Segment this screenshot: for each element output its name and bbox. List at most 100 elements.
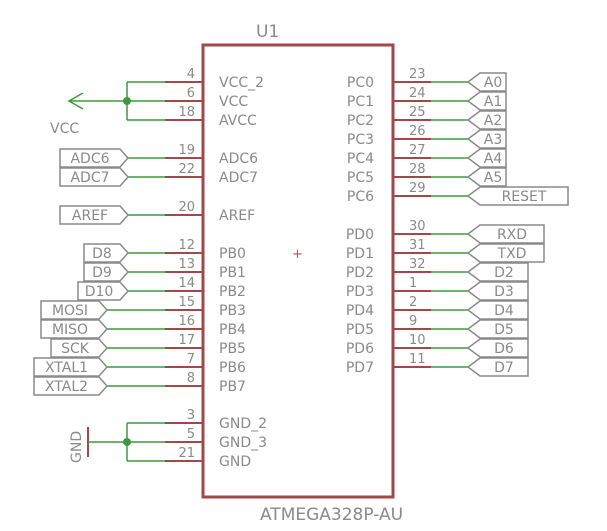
net-flag: [33, 376, 109, 396]
net-name: AREF: [72, 208, 108, 224]
pin-name: PD2: [346, 265, 374, 281]
net-label-d7[interactable]: D7: [466, 357, 529, 377]
net-name: D6: [494, 341, 514, 357]
net-label-mosi[interactable]: MOSI: [40, 300, 109, 320]
pin-number: 31: [409, 238, 426, 253]
net-name: A1: [484, 94, 502, 110]
net-name: ADC7: [70, 170, 109, 186]
net-label-xtal2[interactable]: XTAL2: [33, 376, 109, 396]
pin-name: VCC: [219, 94, 248, 110]
net-label-d8[interactable]: D8: [83, 243, 130, 263]
net-label-d6[interactable]: D6: [466, 338, 529, 358]
pin-name: VCC_2: [219, 75, 264, 91]
net-label-a0[interactable]: A0: [466, 72, 507, 92]
pin-name: ADC7: [219, 170, 258, 186]
net-label-a2[interactable]: A2: [466, 110, 507, 130]
net-name: ADC6: [70, 151, 109, 167]
pin-number: 6: [187, 86, 195, 101]
pin-name: PB2: [219, 284, 246, 300]
net-label-aref[interactable]: AREF: [59, 205, 130, 225]
pin-number: 13: [178, 257, 195, 272]
net-label-txd[interactable]: TXD: [466, 243, 545, 263]
net-flag: [466, 129, 507, 149]
net-label-d2[interactable]: D2: [466, 262, 529, 282]
pin-name: PD1: [346, 246, 374, 262]
pin-name: PC2: [347, 113, 374, 129]
net-label-a1[interactable]: A1: [466, 91, 507, 111]
pin-number: 14: [178, 276, 195, 291]
pin-number: 23: [409, 67, 426, 82]
net-label-adc7[interactable]: ADC7: [59, 167, 130, 187]
pin-name: PB1: [219, 265, 246, 281]
net-name: D10: [85, 284, 114, 300]
net-flag: [40, 319, 109, 339]
pin-number: 17: [178, 333, 195, 348]
net-name: RXD: [497, 227, 527, 243]
net-label-rxd[interactable]: RXD: [466, 224, 545, 244]
net-name: D4: [494, 303, 514, 319]
chip-body[interactable]: [201, 43, 395, 499]
net-label-a4[interactable]: A4: [466, 148, 507, 168]
net-label-a5[interactable]: A5: [466, 167, 507, 187]
net-flag: [466, 224, 545, 244]
pin-number: 11: [409, 352, 426, 367]
net-label-d9[interactable]: D9: [83, 262, 130, 282]
pin-number: 3: [187, 408, 195, 423]
net-label-d3[interactable]: D3: [466, 281, 529, 301]
net-label-miso[interactable]: MISO: [40, 319, 109, 339]
net-label-d5[interactable]: D5: [466, 319, 529, 339]
pin-name: PD5: [346, 322, 374, 338]
pin-name: GND_2: [219, 416, 267, 432]
chip-reference: U1: [256, 22, 279, 42]
net-name: D2: [494, 265, 514, 281]
net-label-adc6[interactable]: ADC6: [59, 148, 130, 168]
net-name: D3: [494, 284, 514, 300]
net-label-reset[interactable]: RESET: [466, 186, 569, 206]
net-label-d4[interactable]: D4: [466, 300, 529, 320]
pin-name: PC0: [347, 75, 374, 91]
net-label-d10[interactable]: D10: [77, 281, 130, 301]
vcc-symbol[interactable]: VCC: [50, 92, 127, 137]
gnd-symbol[interactable]: GND: [69, 427, 127, 463]
net-label-a3[interactable]: A3: [466, 129, 507, 149]
pin-number: 5: [187, 427, 195, 442]
pin-name: PD6: [346, 341, 374, 357]
net-label-sck[interactable]: SCK: [50, 338, 109, 358]
net-label-xtal1[interactable]: XTAL1: [33, 357, 109, 377]
pin-number: 15: [178, 295, 195, 310]
net-flag: [33, 357, 109, 377]
